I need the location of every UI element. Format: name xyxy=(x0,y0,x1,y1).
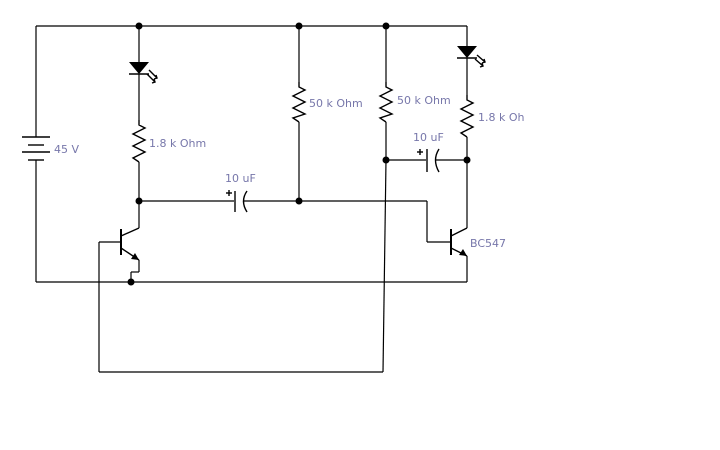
capacitor-right-symbol xyxy=(417,148,440,173)
resistor-bias-left xyxy=(291,82,307,123)
transistor-right-label: BC547 xyxy=(470,237,506,250)
wires xyxy=(35,25,468,373)
resistor-left-collector xyxy=(131,120,147,163)
battery-symbol xyxy=(22,136,50,161)
transistor-left-icon xyxy=(120,227,140,261)
capacitor-left-symbol xyxy=(226,190,248,213)
resistor-bias-left-label: 50 k Ohm xyxy=(309,97,363,110)
capacitor-left-label: 10 uF xyxy=(225,172,256,185)
resistor-left-collector-label: 1.8 k Ohm xyxy=(149,137,206,150)
resistor-right-collector xyxy=(459,95,475,138)
junction-dots xyxy=(127,22,471,286)
led-left-icon xyxy=(129,62,158,84)
resistor-right-collector-label: 1.8 k Oh xyxy=(478,111,525,124)
led-right-icon xyxy=(457,46,486,68)
resistor-bias-right-label: 50 k Ohm xyxy=(397,94,451,107)
transistor-right-icon xyxy=(450,227,468,257)
battery-label: 45 V xyxy=(54,143,79,156)
resistor-bias-right xyxy=(378,82,394,123)
capacitor-right-label: 10 uF xyxy=(413,131,444,144)
